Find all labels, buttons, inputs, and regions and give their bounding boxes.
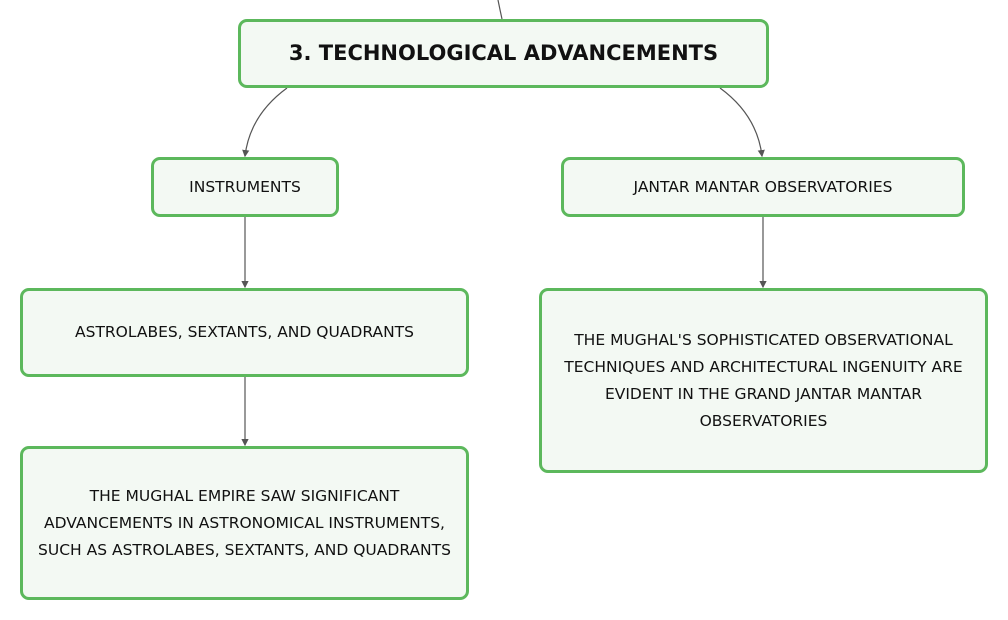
node-astrolabes[interactable]: ASTROLABES, SEXTANTS, AND QUADRANTS — [20, 288, 469, 377]
node-label: THE MUGHAL EMPIRE SAW SIGNIFICANT ADVANC… — [38, 486, 451, 559]
connector-root-to-jantar — [719, 87, 765, 158]
node-label: ASTROLABES, SEXTANTS, AND QUADRANTS — [75, 323, 414, 341]
node-jantar-mantar[interactable]: JANTAR MANTAR OBSERVATORIES — [561, 157, 965, 217]
root-node[interactable]: 3. TECHNOLOGICAL ADVANCEMENTS — [238, 19, 769, 88]
node-mughal-instruments[interactable]: THE MUGHAL EMPIRE SAW SIGNIFICANT ADVANC… — [20, 446, 469, 600]
node-instruments[interactable]: INSTRUMENTS — [151, 157, 339, 217]
connector-root-to-instruments — [242, 87, 288, 158]
node-label: THE MUGHAL'S SOPHISTICATED OBSERVATIONAL… — [564, 330, 963, 430]
node-jantar-description[interactable]: THE MUGHAL'S SOPHISTICATED OBSERVATIONAL… — [539, 288, 988, 473]
root-label: 3. TECHNOLOGICAL ADVANCEMENTS — [288, 41, 719, 65]
node-label: INSTRUMENTS — [189, 177, 301, 196]
connector-parent-to-root — [497, 0, 503, 20]
node-label: JANTAR MANTAR OBSERVATORIES — [633, 177, 893, 196]
